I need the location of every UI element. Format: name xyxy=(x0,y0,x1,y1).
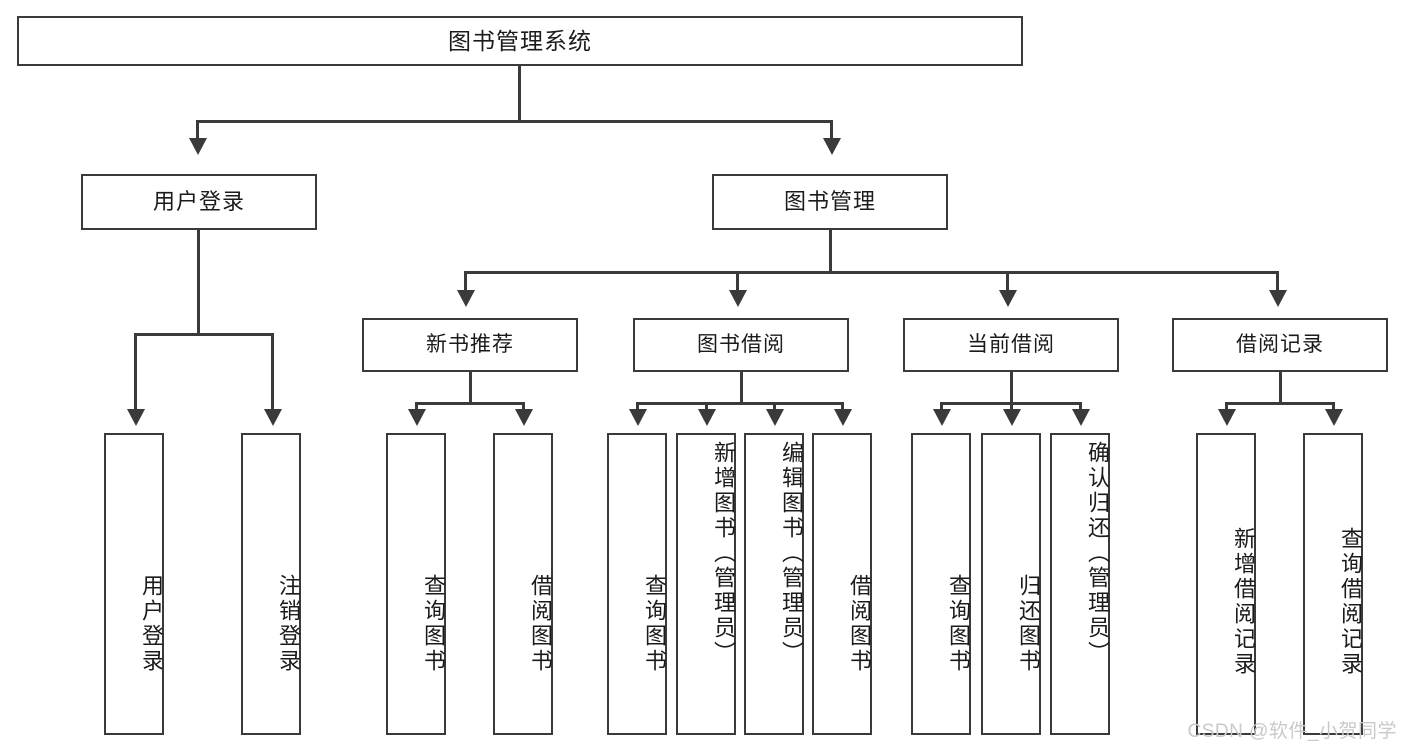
arrowhead-new-book-rec xyxy=(457,290,475,307)
node-root-book-management-system[interactable]: 图书管理系统 xyxy=(17,16,1023,66)
node-leaf-query-book-3[interactable]: 查询图书 xyxy=(911,433,971,735)
connector-drop-leaf-user-logout xyxy=(271,333,274,416)
node-borrow-record[interactable]: 借阅记录 xyxy=(1172,318,1388,372)
arrowhead-add-record xyxy=(1218,409,1236,426)
arrowhead-borrow-book-2 xyxy=(834,409,852,426)
arrowhead-current-borrow xyxy=(999,290,1017,307)
arrowhead-add-book xyxy=(698,409,716,426)
arrowhead-borrow-record xyxy=(1269,290,1287,307)
connector-drop-book-manage xyxy=(830,120,833,147)
arrowhead-query-book-2 xyxy=(629,409,647,426)
node-new-book-recommend[interactable]: 新书推荐 xyxy=(362,318,578,372)
node-user-login[interactable]: 用户登录 xyxy=(81,174,317,230)
node-leaf-add-book-admin[interactable]: 新增图书（管理员） xyxy=(676,433,736,735)
connector-book-manage-stem xyxy=(829,230,832,273)
node-leaf-add-borrow-record[interactable]: 新增借阅记录 xyxy=(1196,433,1256,735)
connector-user-login-bus xyxy=(134,333,274,336)
node-leaf-borrow-book-1[interactable]: 借阅图书 xyxy=(493,433,553,735)
arrowhead-return-book xyxy=(1003,409,1021,426)
connector-book-borrow-stem xyxy=(740,372,743,404)
connector-drop-book-borrow xyxy=(736,271,739,298)
arrowhead-query-book-3 xyxy=(933,409,951,426)
arrowhead-user-login xyxy=(189,138,207,155)
connector-drop-user-login xyxy=(196,120,199,147)
connector-borrow-record-bus xyxy=(1225,402,1335,405)
connector-current-borrow-stem xyxy=(1010,372,1013,404)
connector-borrow-record-stem xyxy=(1279,372,1282,404)
arrowhead-leaf-user-logout xyxy=(264,409,282,426)
connector-new-book-rec-bus xyxy=(415,402,525,405)
arrowhead-leaf-user-login xyxy=(127,409,145,426)
node-leaf-query-book-1[interactable]: 查询图书 xyxy=(386,433,446,735)
connector-book-borrow-bus xyxy=(636,402,844,405)
arrowhead-borrow-book-1 xyxy=(515,409,533,426)
connector-drop-current-borrow xyxy=(1006,271,1009,298)
connector-drop-leaf-user-login xyxy=(134,333,137,416)
node-leaf-confirm-return-admin[interactable]: 确认归还（管理员） xyxy=(1050,433,1110,735)
node-leaf-return-book[interactable]: 归还图书 xyxy=(981,433,1041,735)
node-leaf-query-book-2[interactable]: 查询图书 xyxy=(607,433,667,735)
connector-root-stem xyxy=(518,66,521,122)
connector-drop-borrow-record xyxy=(1276,271,1279,298)
node-leaf-user-login[interactable]: 用户登录 xyxy=(104,433,164,735)
node-current-borrow[interactable]: 当前借阅 xyxy=(903,318,1119,372)
arrowhead-query-book-1 xyxy=(408,409,426,426)
arrowhead-confirm-return xyxy=(1072,409,1090,426)
arrowhead-book-borrow xyxy=(729,290,747,307)
connector-user-login-stem xyxy=(197,230,200,335)
arrowhead-book-manage xyxy=(823,138,841,155)
arrowhead-edit-book xyxy=(766,409,784,426)
connector-level2-bus xyxy=(196,120,832,123)
node-leaf-user-logout[interactable]: 注销登录 xyxy=(241,433,301,735)
node-leaf-edit-book-admin[interactable]: 编辑图书（管理员） xyxy=(744,433,804,735)
csdn-watermark: CSDN @软件_小贺同学 xyxy=(1187,721,1397,742)
connector-level3-bus xyxy=(464,271,1278,274)
node-book-management[interactable]: 图书管理 xyxy=(712,174,948,230)
connector-drop-new-book-rec xyxy=(464,271,467,298)
node-leaf-borrow-book-2[interactable]: 借阅图书 xyxy=(812,433,872,735)
node-book-borrow[interactable]: 图书借阅 xyxy=(633,318,849,372)
arrowhead-query-record xyxy=(1325,409,1343,426)
node-leaf-query-borrow-record[interactable]: 查询借阅记录 xyxy=(1303,433,1363,735)
connector-new-book-rec-stem xyxy=(469,372,472,404)
